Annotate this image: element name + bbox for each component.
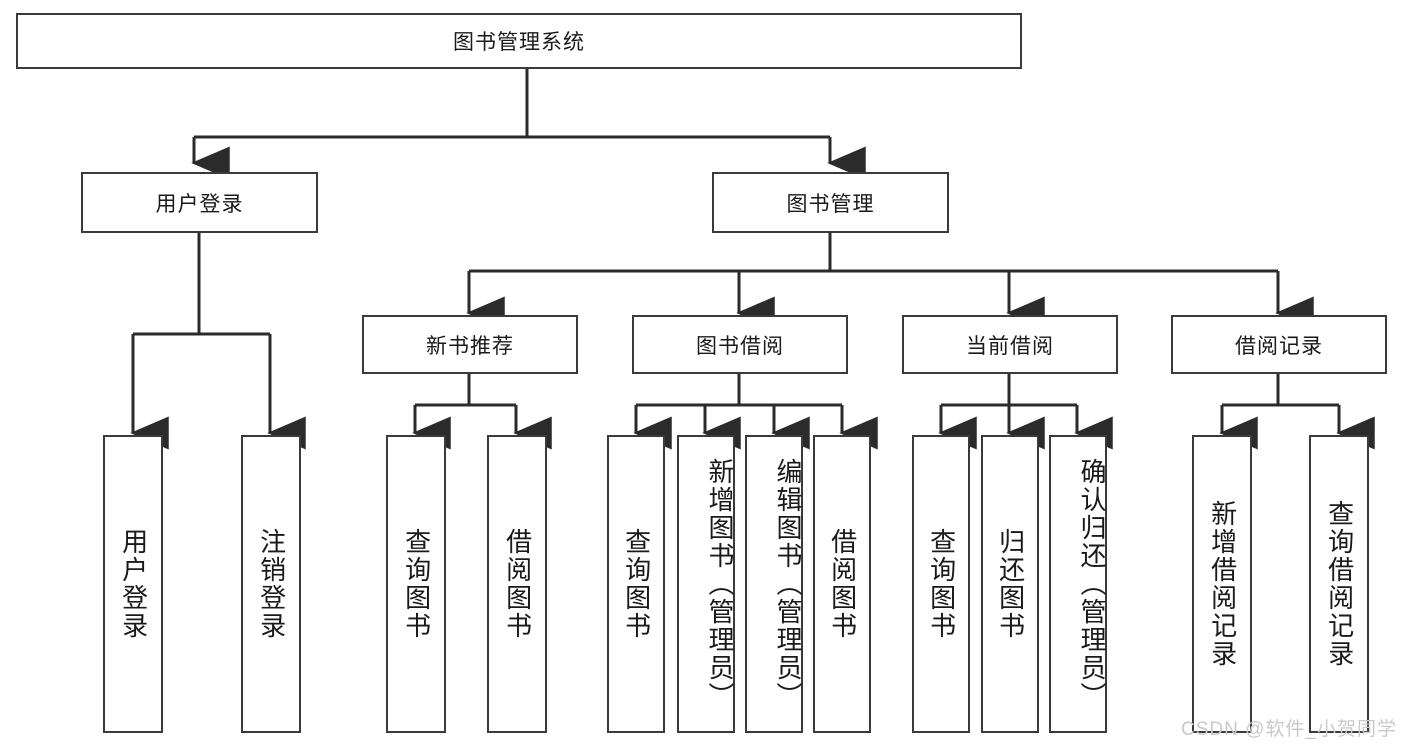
node-label: 图书管理系统 <box>453 31 585 54</box>
leaf-return-book[interactable]: 归还图书 <box>981 435 1039 733</box>
node-label: 借阅记录 <box>1235 334 1323 358</box>
node-label: 查询借阅记录 <box>1324 500 1355 668</box>
leaf-borrow-book[interactable]: 借阅图书 <box>813 435 871 733</box>
node-label: 借阅图书 <box>827 528 858 640</box>
leaf-add-book-admin[interactable]: 新增图书（管理员） <box>677 435 735 733</box>
node-label: 新增借阅记录 <box>1207 500 1238 668</box>
node-current-borrow[interactable]: 当前借阅 <box>902 315 1118 374</box>
leaf-user-login[interactable]: 用户登录 <box>103 435 163 733</box>
leaf-edit-book-admin[interactable]: 编辑图书（管理员） <box>745 435 803 733</box>
node-label: 当前借阅 <box>966 334 1054 358</box>
leaf-query-book-current[interactable]: 查询图书 <box>912 435 970 733</box>
node-book-borrow[interactable]: 图书借阅 <box>632 315 848 374</box>
node-root-system[interactable]: 图书管理系统 <box>16 13 1022 69</box>
node-user-login[interactable]: 用户登录 <box>81 172 318 233</box>
leaf-query-book-recommend[interactable]: 查询图书 <box>386 435 446 733</box>
node-borrow-records[interactable]: 借阅记录 <box>1171 315 1387 374</box>
leaf-add-borrow-record[interactable]: 新增借阅记录 <box>1192 435 1252 733</box>
leaf-logout[interactable]: 注销登录 <box>241 435 301 733</box>
node-label: 归还图书 <box>995 528 1026 640</box>
node-label: 编辑图书（管理员） <box>773 458 803 710</box>
node-label: 图书管理 <box>786 192 875 216</box>
leaf-query-borrow-record[interactable]: 查询借阅记录 <box>1309 435 1369 733</box>
node-label: 查询图书 <box>401 528 432 640</box>
node-label: 用户登录 <box>118 528 149 640</box>
leaf-query-book-borrow[interactable]: 查询图书 <box>607 435 665 733</box>
node-label: 用户登录 <box>155 192 244 216</box>
node-label: 确认归还（管理员） <box>1077 458 1107 710</box>
node-label: 图书借阅 <box>696 334 784 358</box>
watermark: CSDN @软件_小贺同学 <box>1181 719 1397 740</box>
node-label: 注销登录 <box>256 528 287 640</box>
leaf-borrow-book-recommend[interactable]: 借阅图书 <box>487 435 547 733</box>
node-book-management[interactable]: 图书管理 <box>712 172 949 233</box>
node-label: 新增图书（管理员） <box>705 458 735 710</box>
node-label: 新书推荐 <box>426 334 514 358</box>
node-label: 借阅图书 <box>502 528 533 640</box>
node-new-book-recommend[interactable]: 新书推荐 <box>362 315 578 374</box>
leaf-confirm-return-admin[interactable]: 确认归还（管理员） <box>1049 435 1107 733</box>
node-label: 查询图书 <box>926 528 957 640</box>
node-label: 查询图书 <box>621 528 652 640</box>
